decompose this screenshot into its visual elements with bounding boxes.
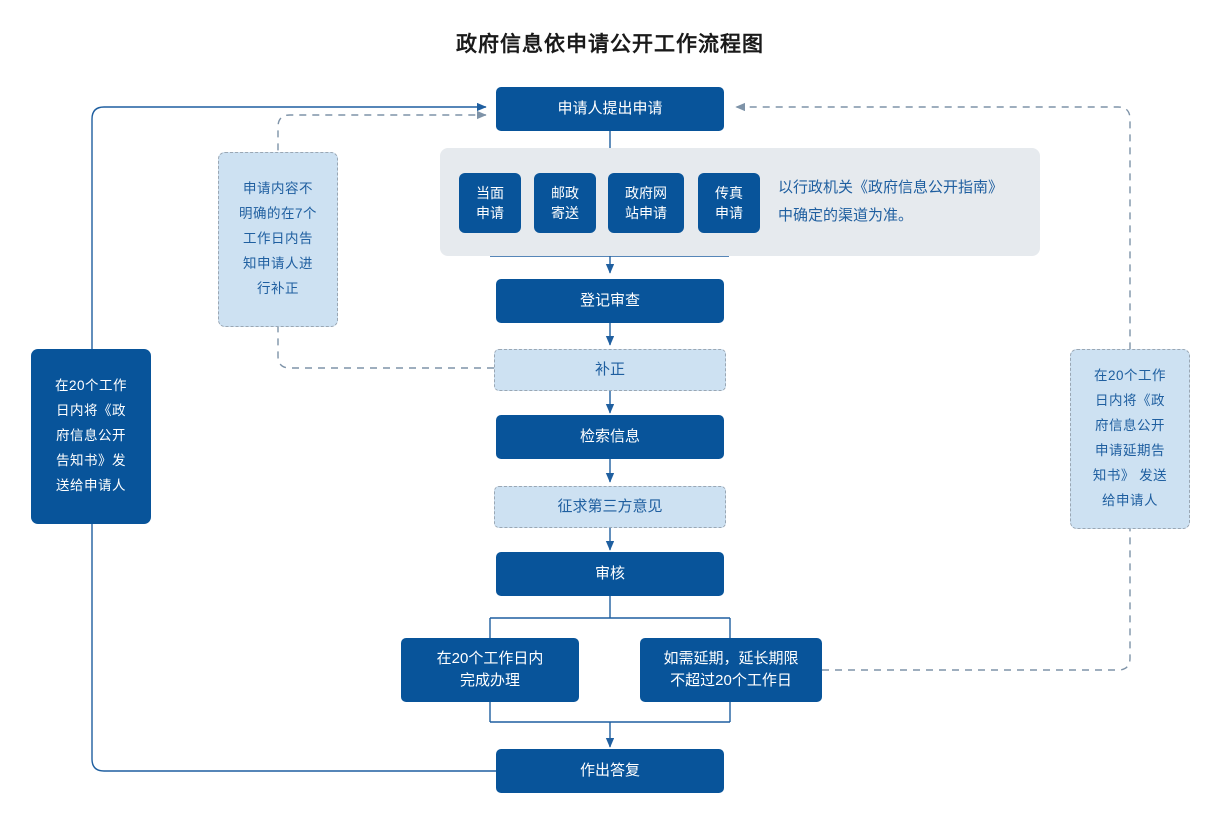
node-reply-label: 作出答复 <box>579 762 640 780</box>
node-extension-label: 如需延期，延长期限 不超过20个工作日 <box>663 650 799 689</box>
node-supplement-label: 补正 <box>594 361 625 379</box>
node-complete-20-days[interactable]: 在20个工作日内 完成办理 <box>401 638 579 702</box>
node-channel-fax-label: 传真 申请 <box>715 184 743 221</box>
annotation-supplement-note-text: 申请内容不 明确的在7个 工作日内告 知申请人进 行补正 <box>238 181 317 296</box>
annotation-left-note-text: 在20个工作 日内将《政 府信息公开 告知书》发 送给申请人 <box>54 378 128 493</box>
node-start[interactable]: 申请人提出申请 <box>496 87 724 131</box>
node-channel-postal[interactable]: 邮政 寄送 <box>534 173 596 233</box>
node-extension[interactable]: 如需延期，延长期限 不超过20个工作日 <box>640 638 822 702</box>
node-channel-fax[interactable]: 传真 申请 <box>698 173 760 233</box>
page-title: 政府信息依申请公开工作流程图 <box>456 33 764 56</box>
node-start-label: 申请人提出申请 <box>557 100 663 118</box>
node-channel-in-person-label: 当面 申请 <box>476 184 504 221</box>
node-channel-website-label: 政府网 站申请 <box>625 184 667 221</box>
annotation-left-note: 在20个工作 日内将《政 府信息公开 告知书》发 送给申请人 <box>31 349 151 524</box>
annotation-right-note: 在20个工作 日内将《政 府信息公开 申请延期告 知书》 发送 给申请人 <box>1070 349 1190 529</box>
node-channel-in-person[interactable]: 当面 申请 <box>459 173 521 233</box>
node-register-review-label: 登记审查 <box>579 292 640 310</box>
node-reply[interactable]: 作出答复 <box>496 749 724 793</box>
node-third-party-opinion[interactable]: 征求第三方意见 <box>494 486 726 528</box>
node-third-party-opinion-label: 征求第三方意见 <box>557 498 663 516</box>
channel-note: 以行政机关《政府信息公开指南》 中确定的渠道为准。 <box>778 174 1048 230</box>
node-complete-20-days-label: 在20个工作日内 完成办理 <box>436 650 544 689</box>
channel-note-text: 以行政机关《政府信息公开指南》 中确定的渠道为准。 <box>778 179 1004 224</box>
node-retrieve-info-label: 检索信息 <box>579 428 640 446</box>
node-audit-label: 审核 <box>594 565 625 583</box>
annotation-supplement-note: 申请内容不 明确的在7个 工作日内告 知申请人进 行补正 <box>218 152 338 327</box>
node-supplement[interactable]: 补正 <box>494 349 726 391</box>
node-register-review[interactable]: 登记审查 <box>496 279 724 323</box>
node-audit[interactable]: 审核 <box>496 552 724 596</box>
node-channel-postal-label: 邮政 寄送 <box>551 184 579 221</box>
annotation-right-note-text: 在20个工作 日内将《政 府信息公开 申请延期告 知书》 发送 给申请人 <box>1092 368 1168 508</box>
node-retrieve-info[interactable]: 检索信息 <box>496 415 724 459</box>
node-channel-website[interactable]: 政府网 站申请 <box>608 173 684 233</box>
